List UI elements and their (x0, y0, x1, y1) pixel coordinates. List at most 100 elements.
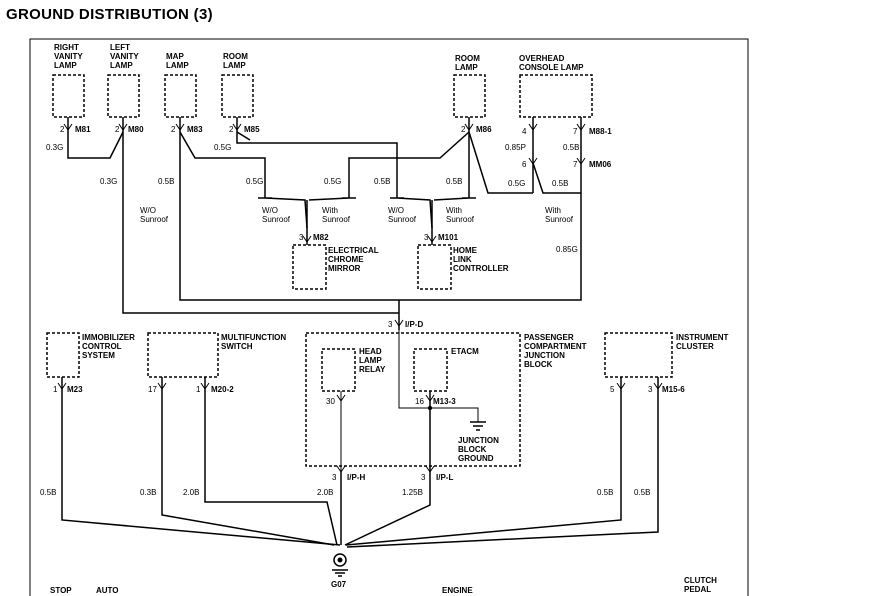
m20-1-wire (204, 377, 338, 546)
option-text: Sunroof (446, 215, 475, 224)
multifunction-switch-box (147, 332, 219, 378)
label-line: MIRROR (328, 264, 361, 273)
wire-m86-right (468, 131, 533, 194)
connector-g07: G07 (331, 580, 347, 589)
mirror-option-fork (258, 197, 356, 229)
wire-m85-jog (236, 131, 251, 141)
pin-number: 3 (421, 473, 426, 482)
etacm-box (413, 348, 448, 392)
diagram-frame (29, 38, 749, 596)
room-lamp-2-label: ROOM LAMP (455, 54, 480, 72)
label-line: IMMOBILIZER (82, 333, 135, 342)
label-line: RIGHT (54, 43, 79, 52)
connector-m23: M23 (67, 385, 83, 394)
label-line: CONTROLLER (453, 264, 509, 273)
label-line: ROOM (223, 52, 248, 61)
label-line: LEFT (110, 43, 130, 52)
pin-number: 6 (522, 160, 527, 169)
connector-ipl: I/P-L (436, 473, 453, 482)
pin-number: 3 (424, 233, 429, 242)
label-line: VANITY (110, 52, 139, 61)
connector-m86: M86 (476, 125, 492, 134)
label-line: LAMP (455, 63, 478, 72)
room-lamp-label: ROOM LAMP (223, 52, 248, 70)
immobilizer-box (46, 332, 80, 378)
head-lamp-relay-box (321, 348, 356, 392)
label-line: LAMP (359, 356, 382, 365)
label-line: CONTROL (82, 342, 122, 351)
right-vanity-lamp-box (52, 74, 85, 118)
conn-mark (394, 319, 404, 327)
label-line: SYSTEM (82, 351, 115, 360)
label-line: CONSOLE LAMP (519, 63, 584, 72)
wire-code: 0.5B (552, 179, 568, 188)
option-text: Sunroof (262, 215, 291, 224)
connector-m80: M80 (128, 125, 144, 134)
pin-number: 3 (299, 233, 304, 242)
connector-mm06: MM06 (589, 160, 612, 169)
passenger-compartment-junction-block (305, 332, 521, 467)
ipl-wire (344, 472, 431, 546)
connector-m20-2: M20-2 (211, 385, 234, 394)
option-text: Sunroof (322, 215, 351, 224)
wire-code: 0.3B (140, 488, 156, 497)
label-line: JUNCTION (458, 436, 499, 445)
pin-number: 3 (332, 473, 337, 482)
pin-number: 1 (196, 385, 201, 394)
option-text: W/O (140, 206, 156, 215)
pin-number: 30 (326, 397, 335, 406)
label-line: COMPARTMENT (524, 342, 587, 351)
pin-number: 1 (53, 385, 58, 394)
connector-iph: I/P-H (347, 473, 365, 482)
conn-mark (528, 123, 538, 131)
room-lamp-box (221, 74, 254, 118)
conn-mark (63, 123, 73, 131)
wire-code: 0.5B (563, 143, 579, 152)
wire-code: 0.5G (508, 179, 525, 188)
label-line: VANITY (54, 52, 83, 61)
connector-m83: M83 (187, 125, 203, 134)
wire-code: 0.5B (158, 177, 174, 186)
pin-number: 3 (648, 385, 653, 394)
home-option-fork (390, 197, 476, 229)
connector-m85: M85 (244, 125, 260, 134)
left-vanity-lamp-label: LEFT VANITY LAMP (110, 43, 139, 70)
m20-17-wire (161, 377, 335, 546)
label-line: LINK (453, 255, 472, 264)
wire-code: 1.25B (402, 488, 423, 497)
connector-m88-1: M88-1 (589, 127, 612, 136)
label-line: LAMP (166, 61, 189, 70)
overhead-console-lamp-label: OVERHEAD CONSOLE LAMP (519, 54, 584, 72)
bottom-label-pedal: PEDAL (684, 585, 711, 594)
connector-m101: M101 (438, 233, 459, 242)
connector-m81: M81 (75, 125, 91, 134)
m15-5-wire (345, 377, 622, 546)
bottom-label-clutch: CLUTCH (684, 576, 717, 585)
conn-mark (232, 123, 242, 131)
wire-code: 0.5G (214, 143, 231, 152)
label-line: LAMP (223, 61, 246, 70)
label-line: BLOCK (458, 445, 487, 454)
option-text: With (446, 206, 462, 215)
label-line: MULTIFUNCTION (221, 333, 286, 342)
connector-ipd: I/P-D (405, 320, 423, 329)
ipd-internal-wire (398, 330, 479, 422)
wire-code: 0.5B (40, 488, 56, 497)
wire-code: 0.85P (505, 143, 526, 152)
pin-number: 7 (573, 160, 578, 169)
label-line: ELECTRICAL (328, 246, 379, 255)
option-text: W/O (388, 206, 404, 215)
conn-mark (57, 382, 67, 390)
option-text: With (545, 206, 561, 215)
label-line: BLOCK (524, 360, 553, 369)
pin-number: 3 (388, 320, 393, 329)
wire-mm06-7 (399, 163, 582, 301)
wire-code: 0.5G (324, 177, 341, 186)
label-line: LAMP (54, 61, 77, 70)
connector-m82: M82 (313, 233, 329, 242)
wire-code: 0.3G (100, 177, 117, 186)
page-title: GROUND DISTRIBUTION (3) (6, 6, 213, 23)
label-line: ROOM (455, 54, 480, 63)
pin-number: 5 (610, 385, 615, 394)
pin-number: 4 (522, 127, 527, 136)
